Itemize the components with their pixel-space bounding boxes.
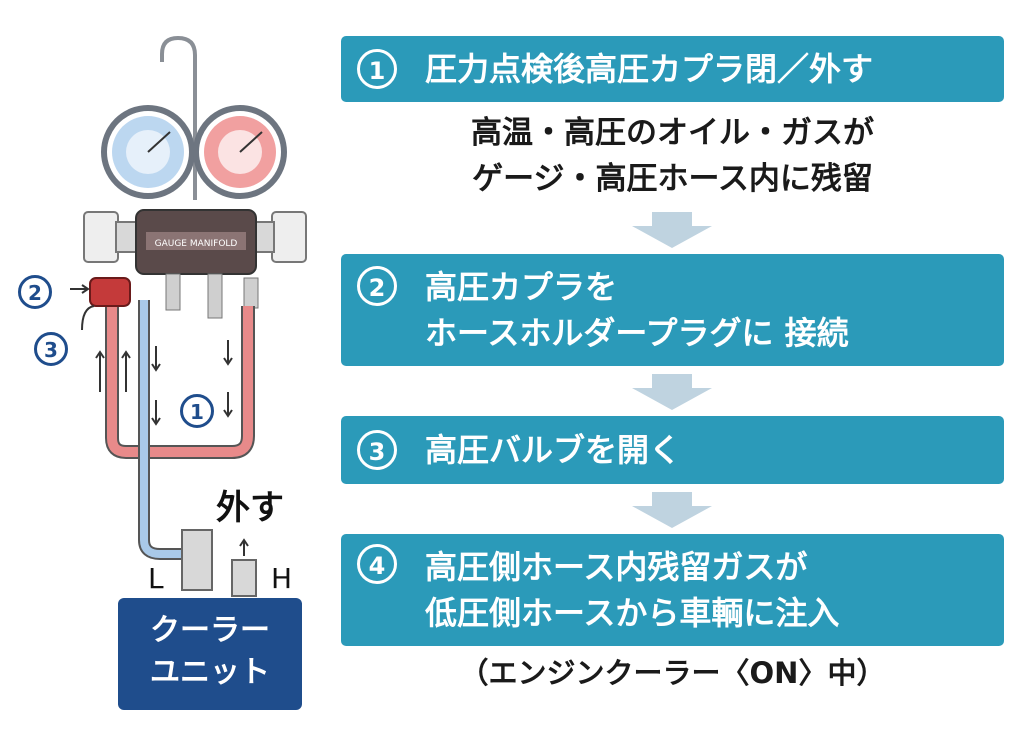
manifold-gauge-illustration: GAUGE MANIFOLD xyxy=(70,35,307,597)
hanging-hook xyxy=(160,35,197,200)
step-2: 2 高圧カプラを ホースホルダープラグに 接続 xyxy=(341,254,1004,366)
down-arrow xyxy=(632,212,712,248)
manifold-label: GAUGE MANIFOLD xyxy=(155,239,238,249)
footer-note: （エンジンクーラー〈ON〉中） xyxy=(459,656,886,690)
step-1-note: 高温・高圧のオイル・ガスが ゲージ・高圧ホース内に残留 xyxy=(471,115,874,197)
high-pressure-hose xyxy=(105,300,255,459)
step-text: 圧力点検後高圧カプラ閉／外す xyxy=(425,50,874,88)
marker-1: 1 xyxy=(180,394,214,428)
high-side-label: H xyxy=(271,562,293,595)
low-side-label: L xyxy=(148,562,164,595)
cooler-unit-box: クーラー ユニット xyxy=(118,598,302,710)
high-side-port xyxy=(231,559,257,597)
down-arrow xyxy=(632,492,712,528)
marker-2: 2 xyxy=(18,275,52,309)
step-number: 1 xyxy=(357,49,397,89)
low-valve-knob xyxy=(83,211,119,263)
step-1: 1 圧力点検後高圧カプラ閉／外す xyxy=(341,36,1004,102)
step-text: 高圧バルブを開く xyxy=(425,431,682,469)
step-number: 4 xyxy=(357,544,397,584)
down-arrow xyxy=(632,374,712,410)
marker-3: 3 xyxy=(34,332,68,366)
step-number: 2 xyxy=(357,266,397,306)
step-number: 3 xyxy=(357,430,397,470)
high-pressure-coupler xyxy=(89,277,131,307)
step-text: 高圧側ホース内残留ガスが 低圧側ホースから車輌に注入 xyxy=(425,548,840,632)
step-text: 高圧カプラを ホースホルダープラグに 接続 xyxy=(425,268,849,352)
high-valve-knob xyxy=(271,211,307,263)
low-side-coupler xyxy=(181,529,213,591)
low-pressure-hose xyxy=(138,300,186,560)
remove-label: 外す xyxy=(216,488,284,528)
step-3: 3 高圧バルブを開く xyxy=(341,416,1004,484)
step-4: 4 高圧側ホース内残留ガスが 低圧側ホースから車輌に注入 xyxy=(341,534,1004,646)
